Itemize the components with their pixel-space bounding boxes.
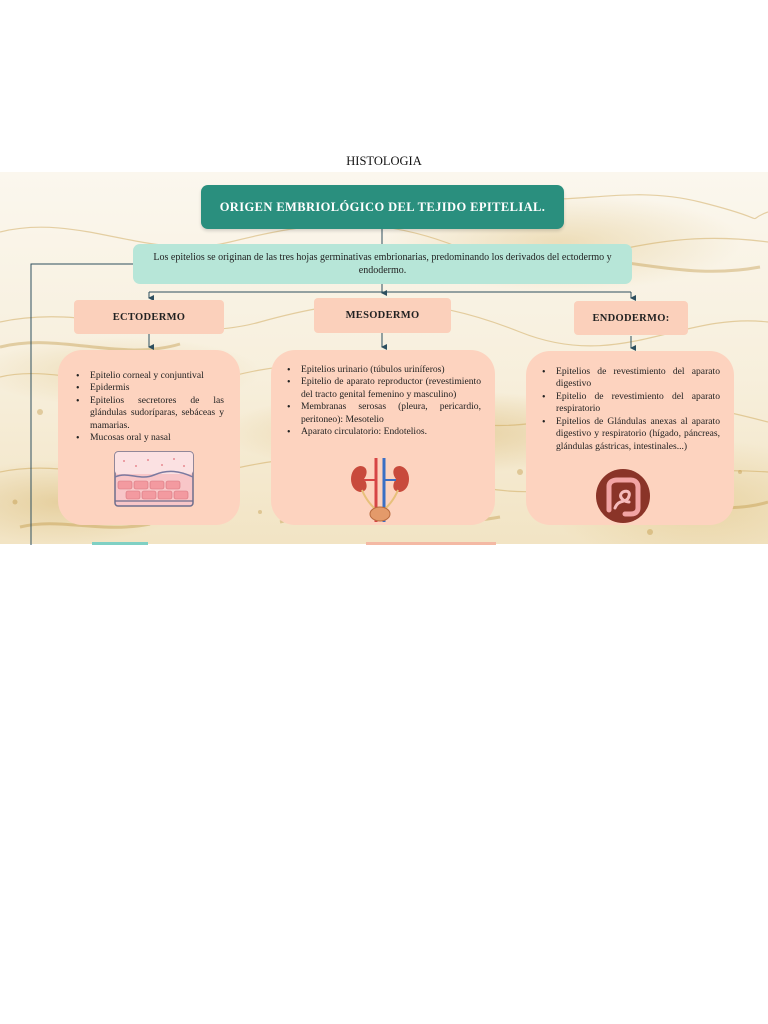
- list-item: Epidermis: [90, 382, 224, 394]
- label-mesodermo: MESODERMO: [314, 298, 451, 333]
- label-ectodermo: ECTODERMO: [74, 300, 224, 334]
- list-item: Aparato circulatorio: Endotelios.: [301, 426, 481, 438]
- label-endodermo: ENDODERMO:: [574, 301, 688, 335]
- main-title: ORIGEN EMBRIOLÓGICO DEL TEJIDO EPITELIAL…: [220, 200, 546, 215]
- ectodermo-list: Epitelio corneal y conjuntival Epidermis…: [76, 370, 224, 445]
- intestine-icon: [595, 468, 651, 524]
- list-item: Epitelios secretores de las glándulas su…: [90, 395, 224, 432]
- list-item: Epitelios de revestimiento del aparato d…: [556, 366, 720, 391]
- next-section-box-left: [92, 542, 148, 545]
- main-title-box: ORIGEN EMBRIOLÓGICO DEL TEJIDO EPITELIAL…: [201, 185, 564, 229]
- list-item: Epitelio de revestimiento del aparato re…: [556, 391, 720, 416]
- next-section-box-center: [366, 542, 496, 545]
- mesodermo-list: Epitelios urinario (túbulos uriníferos) …: [287, 364, 481, 439]
- list-item: Epitelios de Glándulas anexas al aparato…: [556, 416, 720, 453]
- list-item: Mucosas oral y nasal: [90, 432, 224, 444]
- endodermo-list: Epitelios de revestimiento del aparato d…: [542, 366, 720, 453]
- list-item: Membranas serosas (pleura, pericardio, p…: [301, 401, 481, 426]
- kidneys-icon: [346, 456, 414, 524]
- list-item: Epitelios urinario (túbulos uriníferos): [301, 364, 481, 376]
- list-item: Epitelio corneal y conjuntival: [90, 370, 224, 382]
- intro-box: Los epitelios se originan de las tres ho…: [133, 244, 632, 284]
- list-item: Epitelio de aparato reproductor (revesti…: [301, 376, 481, 401]
- skin-tissue-icon: [114, 451, 194, 507]
